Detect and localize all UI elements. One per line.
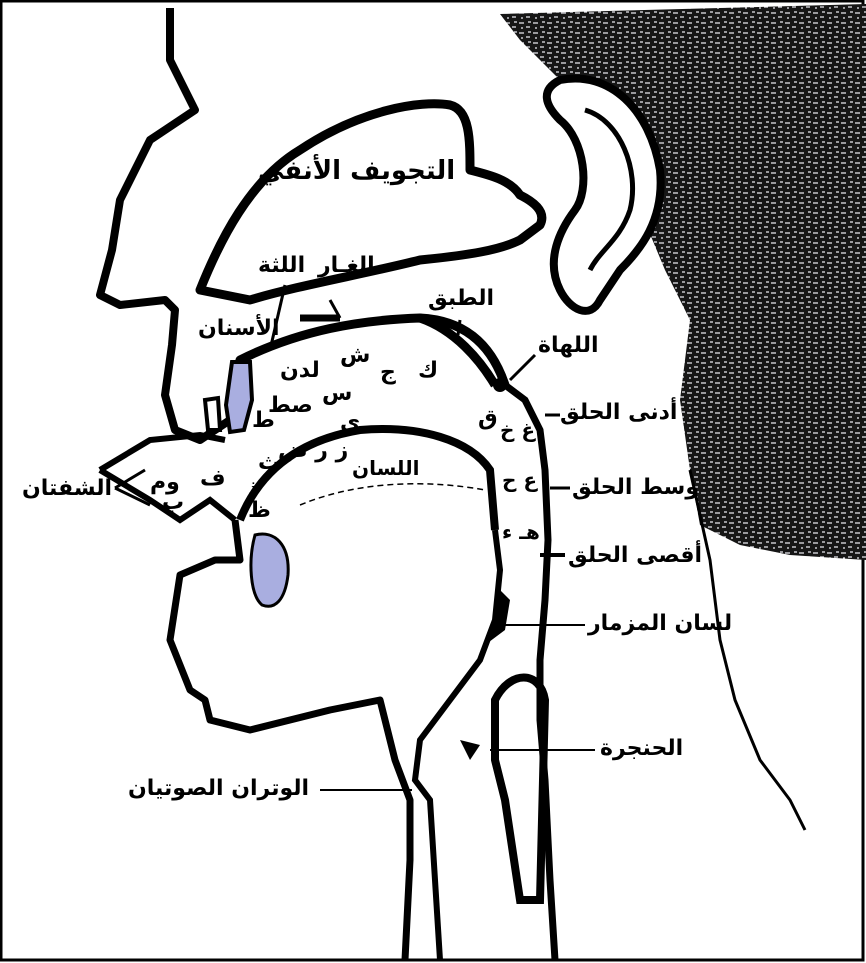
label-teeth: الأسنان [198,318,280,340]
letter-ya: ي [340,412,360,434]
letter-ghain-kha: غ خ [500,420,535,440]
label-upper-pharynx: أدنى الحلق [560,402,677,424]
label-hard-palate: الغـار [318,255,375,277]
uvula-tip [493,378,507,392]
letter-ba: ب [162,492,184,514]
letter-ta: ط [252,410,275,432]
letter-qaf: ق [478,408,498,430]
upper-tooth [226,362,252,432]
label-velum: الطبق [428,288,494,310]
label-mid-pharynx: وسط الحلق [572,477,699,499]
chin-jaw [170,520,410,960]
label-lips: الشفتان [22,478,112,500]
label-vocal-cords: الوتران الصوتيان [128,778,309,800]
face-outline [100,8,230,440]
label-nasal-cavity: التجويف الأنفي [258,158,455,184]
letter-ha-hamza: هـ ء [502,522,540,542]
letter-kaf: ك [418,360,438,382]
label-deep-pharynx: أقصى الحلق [568,545,702,567]
label-epiglottis: لسان المزمار [588,613,732,635]
leader-velum [458,320,460,335]
letter-tha: ث [258,452,280,474]
leader-uvula [510,355,535,380]
letter-sheen: ش [340,345,370,367]
letter-seen: س [322,383,352,405]
label-uvula: اللهاة [538,335,599,357]
letter-fa: ف [200,468,226,490]
letter-lam-dal-noon: لدن [280,360,320,382]
label-larynx: الحنجرة [600,738,683,760]
letter-ain-ha: ع ح [502,470,537,490]
letter-ra-dad: ز ر ض [278,440,348,462]
label-tongue: اللسان [352,458,419,478]
letter-jeem: ج [380,362,396,384]
letter-dha: ظ [248,500,271,522]
label-gums: اللثة [258,255,305,277]
pharynx-front [415,530,500,960]
letter-dhal: ذ [248,478,259,500]
lower-tooth [251,534,288,606]
